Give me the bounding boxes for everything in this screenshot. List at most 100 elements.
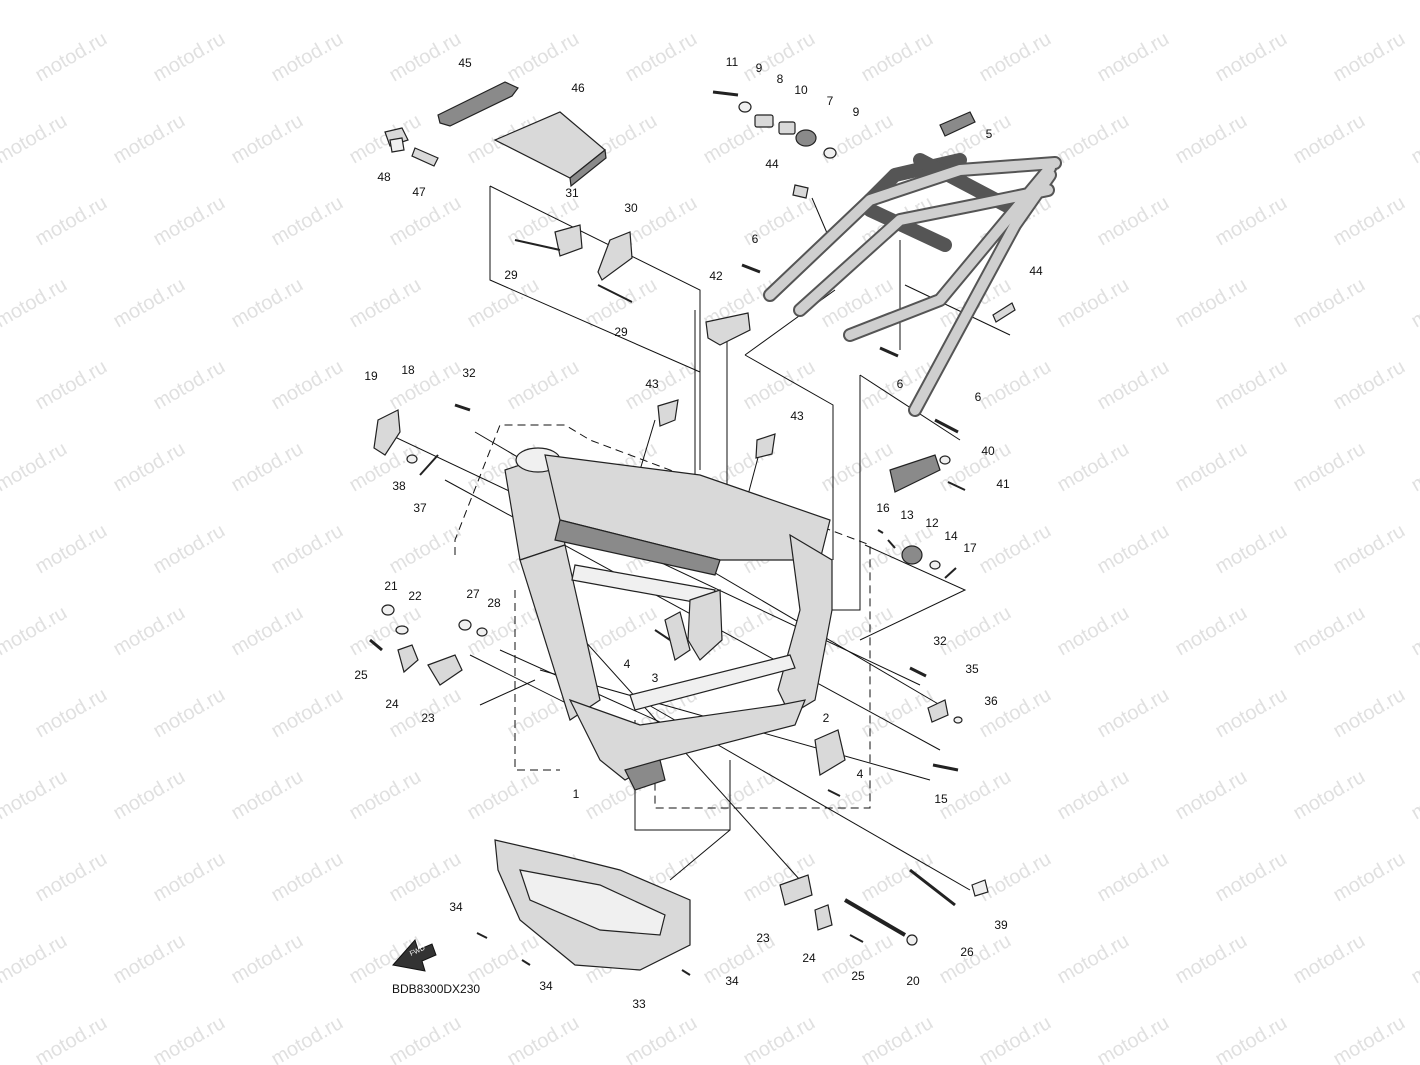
watermark-text: motod.ru xyxy=(1094,1012,1173,1065)
watermark-text: motod.ru xyxy=(0,602,71,661)
callout-5: 5 xyxy=(986,127,993,141)
watermark-text: motod.ru xyxy=(110,766,189,825)
diagram-reference-code: BDB8300DX230 xyxy=(392,982,481,996)
watermark-text: motod.ru xyxy=(582,0,661,4)
watermark-text: motod.ru xyxy=(1290,930,1369,989)
callout-34: 34 xyxy=(449,900,463,914)
watermark-text: motod.ru xyxy=(386,28,465,87)
watermark-text: motod.ru xyxy=(0,274,71,333)
watermark-text: motod.ru xyxy=(150,684,229,743)
callout-11: 11 xyxy=(726,55,739,69)
watermark-text: motod.ru xyxy=(1172,930,1251,989)
watermark-text: motod.ru xyxy=(976,1012,1055,1065)
callout-37: 37 xyxy=(413,501,427,515)
watermark-text: motod.ru xyxy=(818,0,897,4)
watermark-text: motod.ru xyxy=(700,0,779,4)
callout-45: 45 xyxy=(458,56,472,70)
callout-6: 6 xyxy=(975,390,982,404)
watermark-text: motod.ru xyxy=(464,930,543,989)
watermark-text: motod.ru xyxy=(1408,110,1420,169)
callout-15: 15 xyxy=(934,792,948,806)
watermark-text: motod.ru xyxy=(0,930,71,989)
watermark-text: motod.ru xyxy=(936,602,1015,661)
watermark-text: motod.ru xyxy=(268,28,347,87)
callout-34: 34 xyxy=(725,974,739,988)
watermark-text: motod.ru xyxy=(1054,602,1133,661)
watermark-text: motod.ru xyxy=(464,274,543,333)
watermark-text: motod.ru xyxy=(110,438,189,497)
watermark-text: motod.ru xyxy=(110,930,189,989)
callout-23: 23 xyxy=(756,931,770,945)
callout-20: 20 xyxy=(906,974,920,988)
callout-8: 8 xyxy=(777,72,784,86)
watermark-text: motod.ru xyxy=(110,602,189,661)
callout-34: 34 xyxy=(539,979,553,993)
callout-48: 48 xyxy=(377,170,391,184)
watermark-text: motod.ru xyxy=(32,192,111,251)
callout-18: 18 xyxy=(401,363,415,377)
callout-26: 26 xyxy=(960,945,974,959)
watermark-text: motod.ru xyxy=(228,110,307,169)
watermark-text: motod.ru xyxy=(346,110,425,169)
watermark-text: motod.ru xyxy=(386,848,465,907)
watermark-text: motod.ru xyxy=(1408,0,1420,4)
callout-6: 6 xyxy=(752,232,759,246)
watermark-text: motod.ru xyxy=(1290,766,1369,825)
watermark-text: motod.ru xyxy=(1172,274,1251,333)
watermark-text: motod.ru xyxy=(1094,28,1173,87)
callout-25: 25 xyxy=(851,969,865,983)
watermark-text: motod.ru xyxy=(1408,274,1420,333)
callout-1: 1 xyxy=(573,787,580,801)
callout-28: 28 xyxy=(487,596,501,610)
callout-47: 47 xyxy=(412,185,426,199)
watermark-text: motod.ru xyxy=(818,438,897,497)
callout-30: 30 xyxy=(624,201,638,215)
callout-14: 14 xyxy=(944,529,958,543)
watermark-text: motod.ru xyxy=(386,520,465,579)
watermark-text: motod.ru xyxy=(858,684,937,743)
watermark-text: motod.ru xyxy=(0,766,71,825)
watermark-text: motod.ru xyxy=(464,0,543,4)
callout-35: 35 xyxy=(965,662,979,676)
watermark-text: motod.ru xyxy=(228,766,307,825)
watermark-text: motod.ru xyxy=(150,520,229,579)
watermark-text: motod.ru xyxy=(464,766,543,825)
callout-10: 10 xyxy=(794,83,808,97)
watermark-text: motod.ru xyxy=(110,0,189,4)
watermark-text: motod.ru xyxy=(1054,274,1133,333)
right-side-parts xyxy=(654,399,966,797)
lower-right-parts xyxy=(476,868,989,976)
watermark-text: motod.ru xyxy=(32,684,111,743)
watermark-text: motod.ru xyxy=(268,356,347,415)
watermark-text: motod.ru xyxy=(150,1012,229,1065)
watermark-text: motod.ru xyxy=(32,848,111,907)
watermark-text: motod.ru xyxy=(150,356,229,415)
watermark-text: motod.ru xyxy=(504,1012,583,1065)
callout-32: 32 xyxy=(462,366,476,380)
watermark-text: motod.ru xyxy=(858,848,937,907)
watermark-text: motod.ru xyxy=(228,602,307,661)
watermark-text: motod.ru xyxy=(386,192,465,251)
callout-6: 6 xyxy=(897,377,904,391)
watermark-text: motod.ru xyxy=(1290,602,1369,661)
bracket-30 xyxy=(597,231,633,303)
watermark-text: motod.ru xyxy=(976,520,1055,579)
watermark-text: motod.ru xyxy=(1094,520,1173,579)
callout-22: 22 xyxy=(408,589,422,603)
watermark-text: motod.ru xyxy=(858,28,937,87)
watermark-text: motod.ru xyxy=(268,520,347,579)
callout-44: 44 xyxy=(1029,264,1043,278)
callout-32: 32 xyxy=(933,634,947,648)
watermark-text: motod.ru xyxy=(504,28,583,87)
watermark-text: motod.ru xyxy=(1054,766,1133,825)
watermark-text: motod.ru xyxy=(976,28,1055,87)
watermark-text: motod.ru xyxy=(110,274,189,333)
watermark-text: motod.ru xyxy=(504,356,583,415)
watermark-text: motod.ru xyxy=(1330,1012,1409,1065)
callout-43: 43 xyxy=(790,409,804,423)
watermark-text: motod.ru xyxy=(228,0,307,4)
callout-3: 3 xyxy=(652,671,659,685)
watermark-text: motod.ru xyxy=(1172,0,1251,4)
watermark-text: motod.ru xyxy=(150,848,229,907)
